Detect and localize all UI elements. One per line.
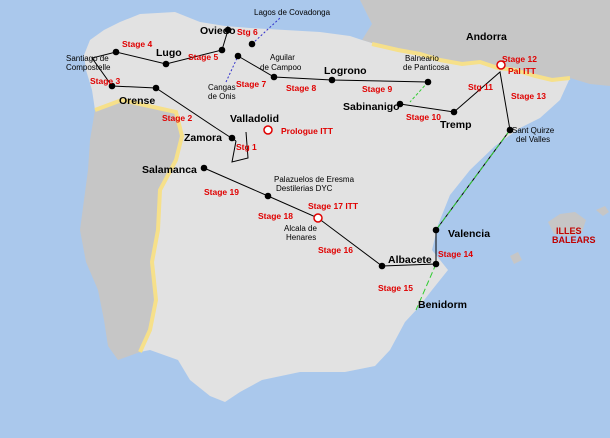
label-salamanca: Salamanca [142,164,197,176]
city-dot-sabinanigo [396,100,404,108]
city-dot-sant-quirze [506,126,514,134]
stage-label-12: Stage 12 [502,54,537,64]
label-benidorm: Benidorm [418,299,467,311]
itt-marker-andorra [496,60,506,70]
label-zamora: Zamora [184,132,222,144]
stage-label-prologue: Prologue ITT [281,126,334,136]
label-balears: BALEARS [552,235,596,245]
stage-label-3: Stage 3 [90,76,121,86]
stage-label-18: Stage 18 [258,211,293,221]
label-alcala-2: Henares [286,233,316,242]
label-aguilar-1: Aguilar [270,53,295,62]
stage-label-10: Stage 10 [406,112,441,122]
transfer-valencia [435,129,511,231]
label-santiago-2: Compostelle [66,63,111,72]
label-illes: ILLES [556,226,582,236]
label-sant-quirze-2: del Valles [516,135,550,144]
stage-label-9: Stage 9 [362,84,393,94]
city-dot-orense-west [108,82,116,90]
menorca-island [596,206,609,216]
label-santiago-1: Santiago de [66,54,109,63]
city-dot-zamora [228,134,236,142]
stage-label-12b: Pal ITT [508,66,537,76]
city-markers [108,26,514,270]
stage-label-11: Stg 11 [468,82,493,92]
label-valladolid: Valladolid [230,113,279,125]
city-dot-benidorm [432,260,440,268]
label-alcala-1: Alcala de [284,224,317,233]
mallorca-island [548,212,586,236]
stage-label-19: Stage 19 [204,187,239,197]
itt-marker-valladolid [263,125,273,135]
label-balneario-2: de Panticosa [403,63,450,72]
city-dot-balneario [424,78,432,86]
label-andorra: Andorra [466,31,507,43]
stage-label-5: Stage 5 [188,52,219,62]
city-dot-tremp [450,108,458,116]
stage-label-14: Stage 14 [438,249,473,259]
label-lagos: Lagos de Covadonga [254,8,331,17]
france-land [360,0,610,86]
label-palazuelos-2: Destilerias DYC [276,184,333,193]
city-dot-albacete [378,262,386,270]
portugal-land [80,100,182,360]
stage-label-4: Stage 4 [122,39,153,49]
stage-label-16: Stage 16 [318,245,353,255]
transfer-balneario [409,81,429,103]
city-dot-aguilar [270,73,278,81]
city-dot-salamanca [200,164,208,172]
label-palazuelos-1: Palazuelos de Eresma [274,175,355,184]
label-aguilar-2: de Campoo [260,63,302,72]
city-dot-cangas [234,52,242,60]
label-orense: Orense [119,95,155,107]
city-dot-orense [152,84,160,92]
label-valencia: Valencia [448,228,490,240]
city-dot-palazuelos [264,192,272,200]
stage-label-1: Stg 1 [236,142,257,152]
ibiza-island [510,252,522,264]
label-lugo: Lugo [156,47,182,59]
itt-marker-alcala [313,213,323,223]
stage-label-17: Stage 17 ITT [308,201,359,211]
label-cangas-2: de Onis [208,92,236,101]
stage-label-8: Stage 8 [286,83,317,93]
label-logrono: Logrono [324,65,367,77]
city-dot-logrono [328,76,336,84]
stage-label-15: Stage 15 [378,283,413,293]
border-france [371,42,571,83]
stage-label-7: Stage 7 [236,79,267,89]
border-portugal [94,97,185,353]
city-dot-lagos [248,40,256,48]
stage-label-2: Stage 2 [162,113,193,123]
label-albacete: Albacete [388,254,432,266]
city-dot-santiago [112,48,120,56]
label-sant-quirze-1: Sant Quirze [512,126,555,135]
spain-land [84,12,570,402]
city-dot-lugo [162,60,170,68]
label-cangas-1: Cangas [208,83,236,92]
stage-label-13: Stage 13 [511,91,546,101]
label-tremp: Tremp [440,119,472,131]
label-oviedo: Oviedo [200,25,236,37]
label-sabinanigo: Sabinanigo [343,101,400,113]
transfer-benidorm [415,263,437,311]
city-dot-oviedo-2 [218,46,226,54]
city-dot-oviedo [224,26,232,34]
stage-label-6: Stg 6 [237,27,258,37]
city-dot-valencia [432,226,440,234]
transfer-cangas [225,55,239,83]
race-route [91,29,511,267]
label-balneario-1: Balneario [405,54,439,63]
